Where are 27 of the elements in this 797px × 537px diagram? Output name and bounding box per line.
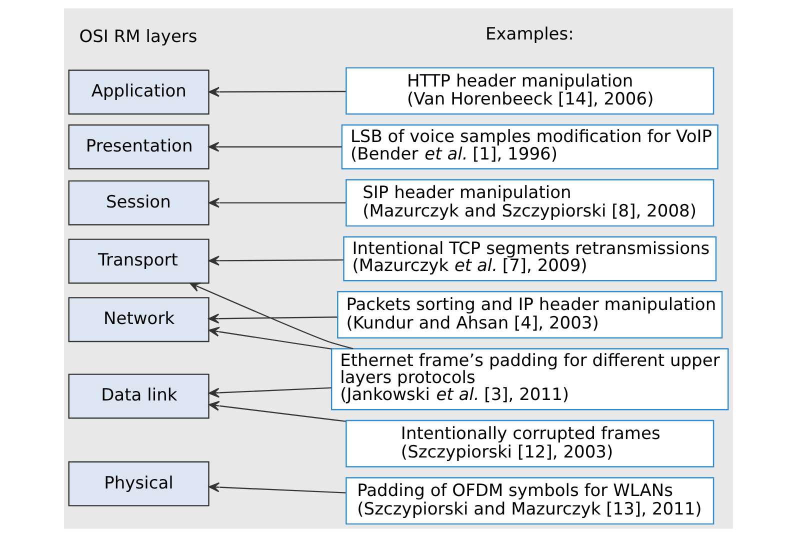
node-box: LSB of voice samples modification for VoIP (Bender et al. [1], 1996)	[341, 124, 718, 170]
arrow	[208, 86, 346, 97]
arrow	[189, 282, 354, 350]
node-box: Transport	[68, 238, 210, 284]
node-box: Session	[68, 180, 210, 226]
arrow	[208, 256, 344, 266]
arrow	[208, 387, 332, 398]
node-box: Padding of OFDM symbols for WLANs (Szczypiorski and Mazurczyk [13], 2011)	[346, 477, 714, 525]
node-box: SIP header manipulation (Mazurczyk and Szczypiorski [8], 2008)	[346, 179, 714, 227]
node-box: Application	[68, 70, 210, 115]
node-box: Data link	[68, 374, 210, 419]
node-box: Network	[68, 297, 210, 342]
node-box: Ethernet frame’s padding for different upper layers protocols (Jankowski et al. [3], 2011)	[331, 348, 729, 410]
arrow	[208, 400, 346, 422]
arrow	[208, 326, 332, 350]
arrow	[208, 198, 346, 208]
label: OSI RM layers	[79, 26, 198, 47]
node-box: Intentionally corrupted frames (Szczypiorski [12], 2003)	[346, 420, 714, 468]
node-box: Packets sorting and IP header manipulation (Kundur and Ahsan [4], 2003)	[337, 291, 723, 338]
node-box: Physical	[68, 461, 210, 506]
arrow	[208, 142, 342, 152]
node-box: Intentional TCP segments retransmissions (Mazurczyk et al. [7], 2009)	[343, 236, 717, 282]
node-box: HTTP header manipulation (Van Horenbeeck [14], 2006)	[346, 67, 714, 115]
arrow	[208, 482, 346, 494]
node-box: Presentation	[68, 124, 210, 170]
arrow	[208, 314, 338, 324]
label: Examples:	[485, 24, 574, 44]
